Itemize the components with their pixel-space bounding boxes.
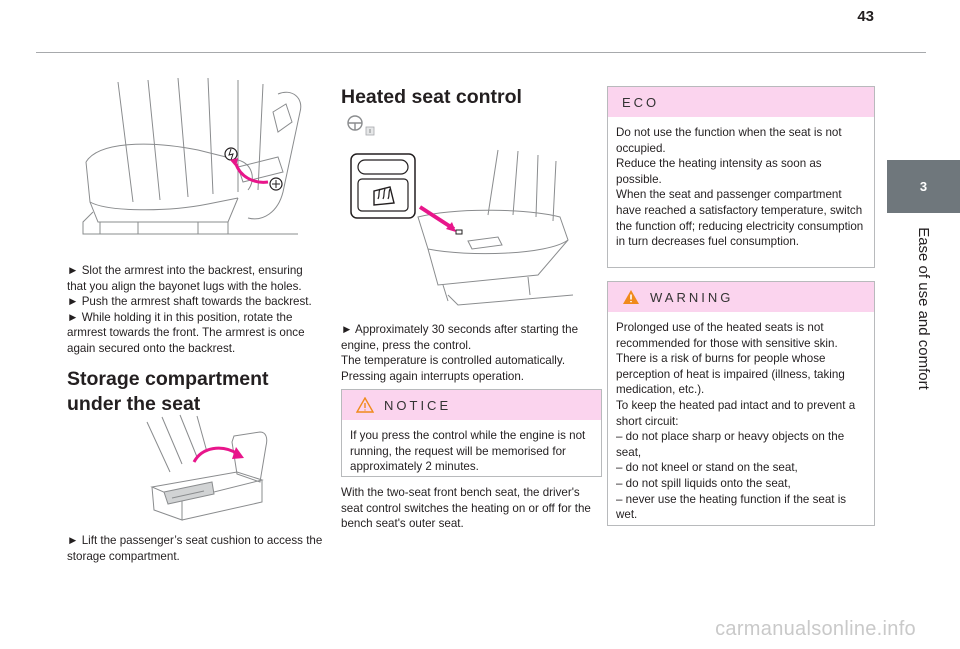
seat-armrest-illustration — [82, 77, 302, 235]
warning-header: WARNING — [608, 282, 874, 312]
steering-wheel-icon — [341, 114, 377, 136]
eco-box: ECO Do not use the function when the sea… — [607, 86, 875, 268]
heated-heading: Heated seat control — [341, 86, 522, 108]
heated-line-2: Pressing again interrupts operation. — [341, 369, 525, 383]
header-rule — [36, 52, 926, 53]
warning-line-5: – do not spill liquids onto the seat, — [616, 476, 791, 490]
warning-line-6: – never use the heating function if the … — [616, 492, 847, 522]
notice-body: If you press the control while the engin… — [342, 420, 601, 483]
notice-label: NOTICE — [384, 397, 452, 413]
notice-header: NOTICE — [342, 390, 601, 420]
heated-step: ► Approximately 30 seconds after startin… — [341, 323, 579, 352]
seat-storage-illustration — [146, 414, 268, 521]
heated-seat-button-icon — [350, 153, 416, 219]
warning-line-3: – do not place sharp or heavy objects on… — [616, 430, 845, 459]
eco-line-2: Reduce the heating intensity as soon as … — [616, 157, 822, 186]
heated-section: Heated seat control — [341, 85, 603, 110]
chapter-number: 3 — [919, 179, 928, 194]
storage-section: Storage compartment under the seat — [67, 367, 325, 417]
eco-header: ECO — [608, 87, 874, 117]
bench-seat-note: With the two-seat front bench seat, the … — [341, 485, 603, 532]
warning-box: WARNING Prolonged use of the heated seat… — [607, 281, 875, 526]
notice-box: NOTICE If you press the control while th… — [341, 389, 602, 477]
armrest-instructions: ► Slot the armrest into the backrest, en… — [67, 263, 325, 357]
heated-instructions: ► Approximately 30 seconds after startin… — [341, 322, 603, 384]
warning-line-2: To keep the heated pad intact and to pre… — [616, 398, 856, 428]
storage-instructions: ► Lift the passenger’s seat cushion to a… — [67, 533, 325, 564]
warning-triangle-icon — [623, 290, 639, 304]
notice-triangle-icon — [356, 397, 374, 413]
storage-heading: Storage compartment under the seat — [67, 368, 269, 415]
warning-line-1: Prolonged use of the heated seats is not… — [616, 321, 845, 397]
armrest-step-3: ► While holding it in this position, rot… — [67, 310, 305, 355]
heated-line-1: The temperature is controlled automatica… — [341, 354, 566, 368]
storage-step: ► Lift the passenger’s seat cushion to a… — [67, 534, 323, 563]
chapter-title: Ease of use and comfort — [887, 213, 960, 403]
chapter-title-text: Ease of use and comfort — [915, 226, 932, 390]
armrest-step-1: ► Slot the armrest into the backrest, en… — [67, 264, 303, 293]
warning-line-4: – do not kneel or stand on the seat, — [616, 461, 798, 475]
eco-line-1: Do not use the function when the seat is… — [616, 126, 842, 155]
bench-note-text: With the two-seat front bench seat, the … — [341, 486, 591, 531]
warning-label: WARNING — [650, 289, 734, 305]
eco-body: Do not use the function when the seat is… — [608, 117, 874, 258]
warning-body: Prolonged use of the heated seats is not… — [608, 312, 874, 531]
eco-label: ECO — [622, 94, 660, 110]
notice-text: If you press the control while the engin… — [350, 429, 586, 474]
eco-line-3: When the seat and passenger compartment … — [616, 188, 864, 249]
watermark[interactable]: carmanualsonline.info — [715, 618, 916, 640]
armrest-step-2: ► Push the armrest shaft towards the bac… — [67, 295, 312, 309]
heated-seat-illustration — [417, 149, 574, 306]
chapter-tab[interactable]: 3 — [887, 160, 960, 213]
page-number: 43 — [857, 8, 874, 25]
